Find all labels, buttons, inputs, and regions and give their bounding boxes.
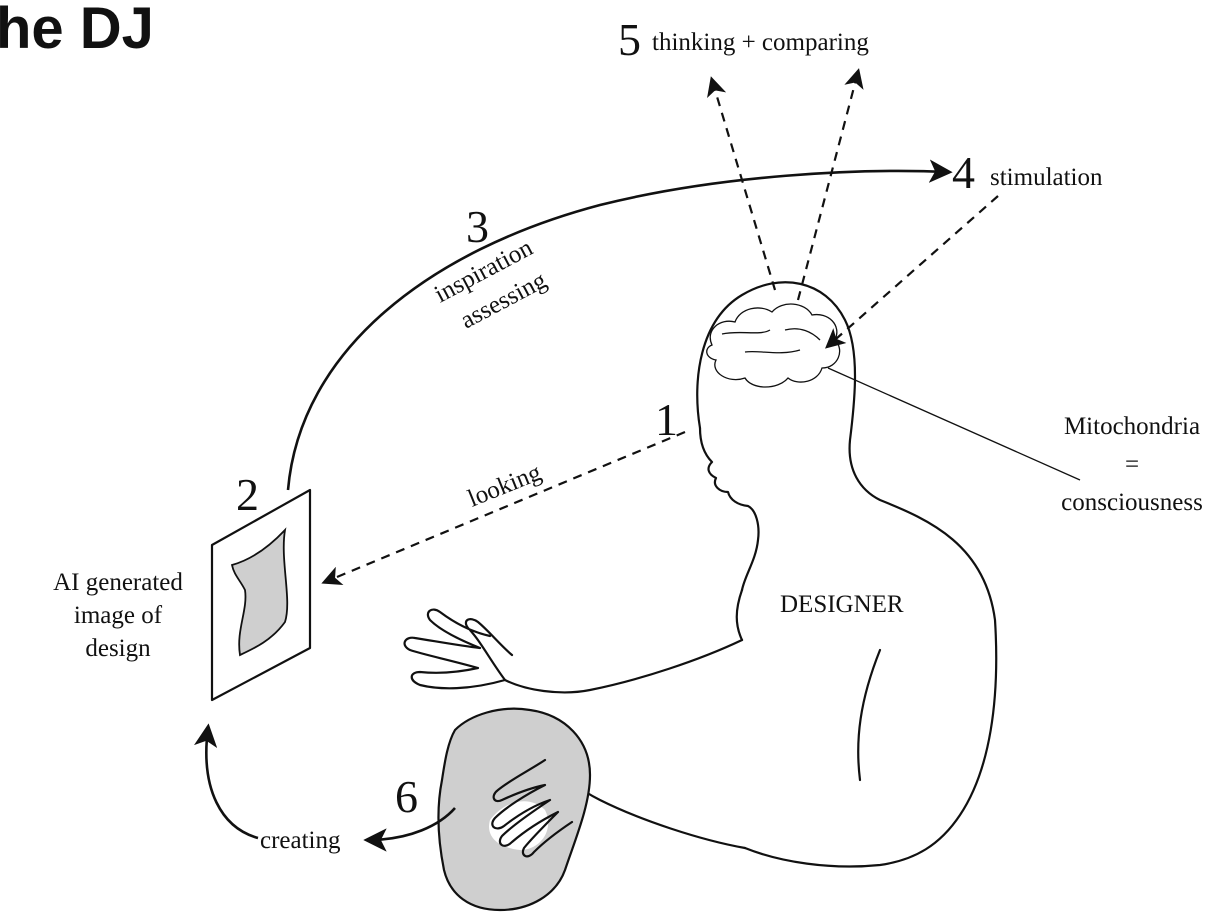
step-2-number: 2 [236,469,259,520]
brain-icon [707,304,840,387]
designer-back [737,590,742,640]
mitochondria-label-line-2: = [1125,451,1139,478]
step-4-number: 4 [952,147,975,198]
arrow-creating-loop [206,728,258,838]
designer-arm-upper [505,640,742,692]
step-1-label: looking [464,459,545,513]
ai-image-label-line-3: design [85,635,151,662]
designer-face [700,428,759,590]
step-3-number: 3 [466,201,489,252]
arrow-thinking-left [712,80,775,290]
brain-fold [722,329,820,353]
step-5-label: thinking + comparing [652,29,869,56]
mitochondria-label-line-1: Mitochondria [1064,413,1200,440]
designer-label: DESIGNER [780,591,904,618]
designer-chest [858,650,880,780]
step-6-label: creating [260,827,341,854]
designer-head-outline [697,282,996,866]
mitochondria-pointer [828,368,1080,480]
ai-image-design-shape [232,530,287,655]
step-1-number: 1 [655,394,678,445]
ai-image-label-line-1: AI generated [53,569,183,596]
step-5-number: 5 [618,14,641,65]
page-title: he DJ [0,0,154,61]
mitochondria-label-line-3: consciousness [1061,489,1203,516]
ai-image-label-line-2: image of [74,602,163,629]
step-6-number: 6 [395,771,418,822]
arrow-looking [325,432,685,582]
designer-hand-back [405,610,512,689]
arrow-stimulation [828,196,998,346]
arrow-thinking-right [798,72,858,300]
step-4-label: stimulation [990,164,1103,191]
